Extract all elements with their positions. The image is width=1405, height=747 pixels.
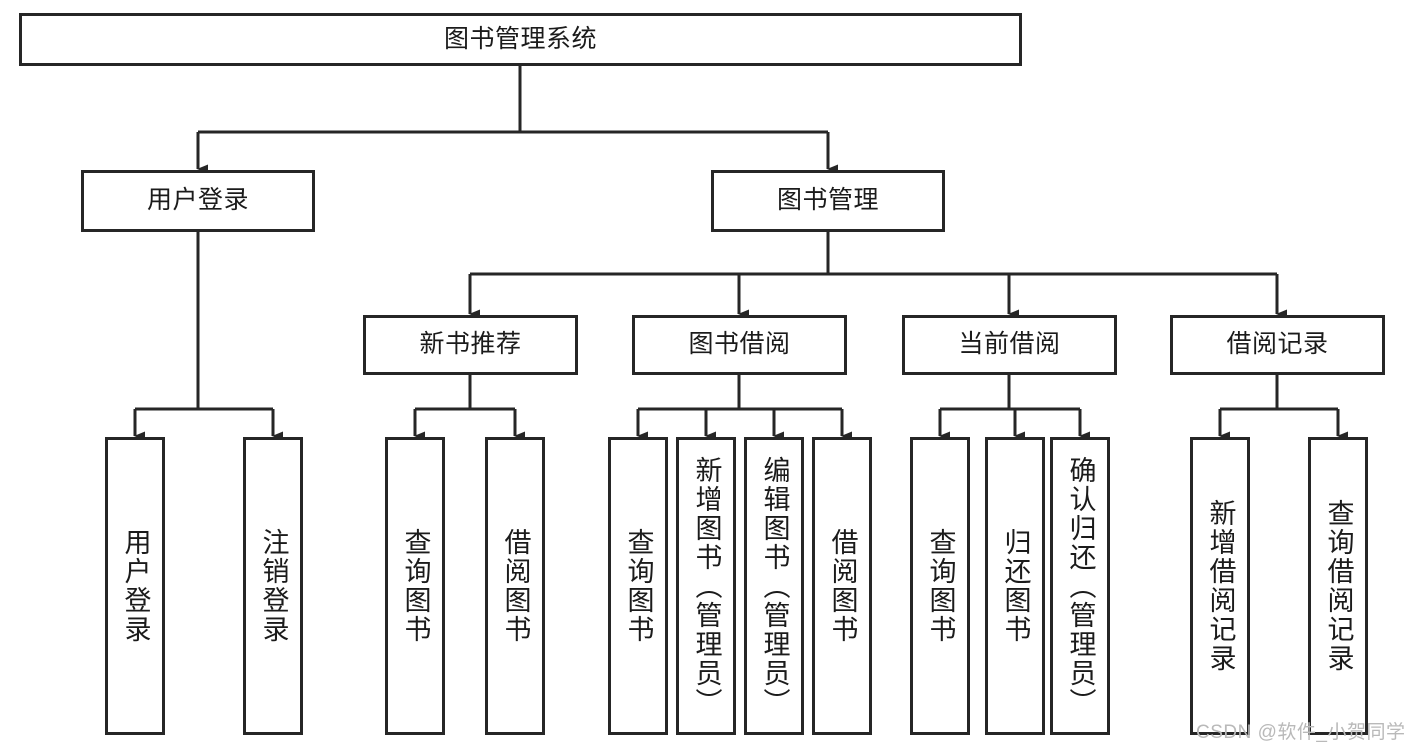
node-new-book-recommend[interactable]: 新书推荐 — [363, 315, 578, 375]
node-label-wrap: 确认归还（管理员） — [1064, 440, 1097, 732]
node-label: 图书管理 — [776, 186, 879, 215]
node-user-login[interactable]: 用户登录 — [81, 170, 315, 232]
node-label-wrap: 借阅图书 — [826, 440, 859, 732]
node-borrow-records[interactable]: 借阅记录 — [1170, 315, 1385, 375]
csdn-watermark: CSDN @软件_小贺同学 — [1196, 722, 1405, 743]
node-label-wrap: 注销登录 — [257, 440, 290, 732]
node-leaf-current-query-book[interactable]: 查询图书 — [910, 437, 970, 735]
node-leaf-borrow-borrow-book[interactable]: 借阅图书 — [812, 437, 872, 735]
connector-group — [133, 66, 1348, 441]
node-label-wrap: 借阅图书 — [499, 440, 532, 732]
node-label: 查询图书 — [400, 528, 431, 644]
node-leaf-rec-borrow-book[interactable]: 借阅图书 — [485, 437, 545, 735]
node-label-wrap: 查询借阅记录 — [1322, 440, 1355, 732]
node-leaf-borrow-query-book[interactable]: 查询图书 — [608, 437, 668, 735]
node-leaf-user-logout[interactable]: 注销登录 — [243, 437, 303, 735]
node-leaf-rec-query-book[interactable]: 查询图书 — [385, 437, 445, 735]
node-label: 新书推荐 — [419, 330, 522, 359]
node-label: 新增借阅记录 — [1205, 499, 1236, 673]
node-book-borrow[interactable]: 图书借阅 — [632, 315, 847, 375]
node-label: 归还图书 — [1000, 528, 1031, 644]
node-label: 注销登录 — [258, 528, 289, 644]
node-label-wrap: 新增借阅记录 — [1204, 440, 1237, 732]
node-label: 查询图书 — [925, 528, 956, 644]
node-leaf-borrow-add-book[interactable]: 新增图书（管理员） — [676, 437, 736, 735]
node-root[interactable]: 图书管理系统 — [19, 13, 1022, 66]
node-label: 借阅图书 — [500, 528, 531, 644]
node-label-wrap: 查询图书 — [924, 440, 957, 732]
node-label: 查询图书 — [623, 528, 654, 644]
node-leaf-current-return-book[interactable]: 归还图书 — [985, 437, 1045, 735]
node-label: 用户登录 — [146, 186, 249, 215]
node-label: 新增图书（管理员） — [691, 455, 722, 717]
node-leaf-record-add[interactable]: 新增借阅记录 — [1190, 437, 1250, 735]
node-label: 借阅图书 — [827, 528, 858, 644]
node-label: 图书借阅 — [688, 330, 791, 359]
node-leaf-borrow-edit-book[interactable]: 编辑图书（管理员） — [744, 437, 804, 735]
node-label: 当前借阅 — [958, 330, 1061, 359]
node-label: 查询借阅记录 — [1323, 499, 1354, 673]
node-label: 编辑图书（管理员） — [759, 455, 790, 717]
node-label-wrap: 查询图书 — [399, 440, 432, 732]
node-leaf-record-query[interactable]: 查询借阅记录 — [1308, 437, 1368, 735]
node-label-wrap: 新增图书（管理员） — [690, 440, 723, 732]
node-label: 用户登录 — [120, 528, 151, 644]
node-label: 借阅记录 — [1226, 330, 1329, 359]
node-leaf-user-login[interactable]: 用户登录 — [105, 437, 165, 735]
node-label-wrap: 归还图书 — [999, 440, 1032, 732]
node-label-wrap: 用户登录 — [119, 440, 152, 732]
node-book-management[interactable]: 图书管理 — [711, 170, 945, 232]
node-label-wrap: 查询图书 — [622, 440, 655, 732]
node-current-borrow[interactable]: 当前借阅 — [902, 315, 1117, 375]
node-leaf-current-confirm-return[interactable]: 确认归还（管理员） — [1050, 437, 1110, 735]
node-label-wrap: 编辑图书（管理员） — [758, 440, 791, 732]
node-label: 图书管理系统 — [443, 24, 597, 53]
node-label: 确认归还（管理员） — [1065, 455, 1096, 717]
